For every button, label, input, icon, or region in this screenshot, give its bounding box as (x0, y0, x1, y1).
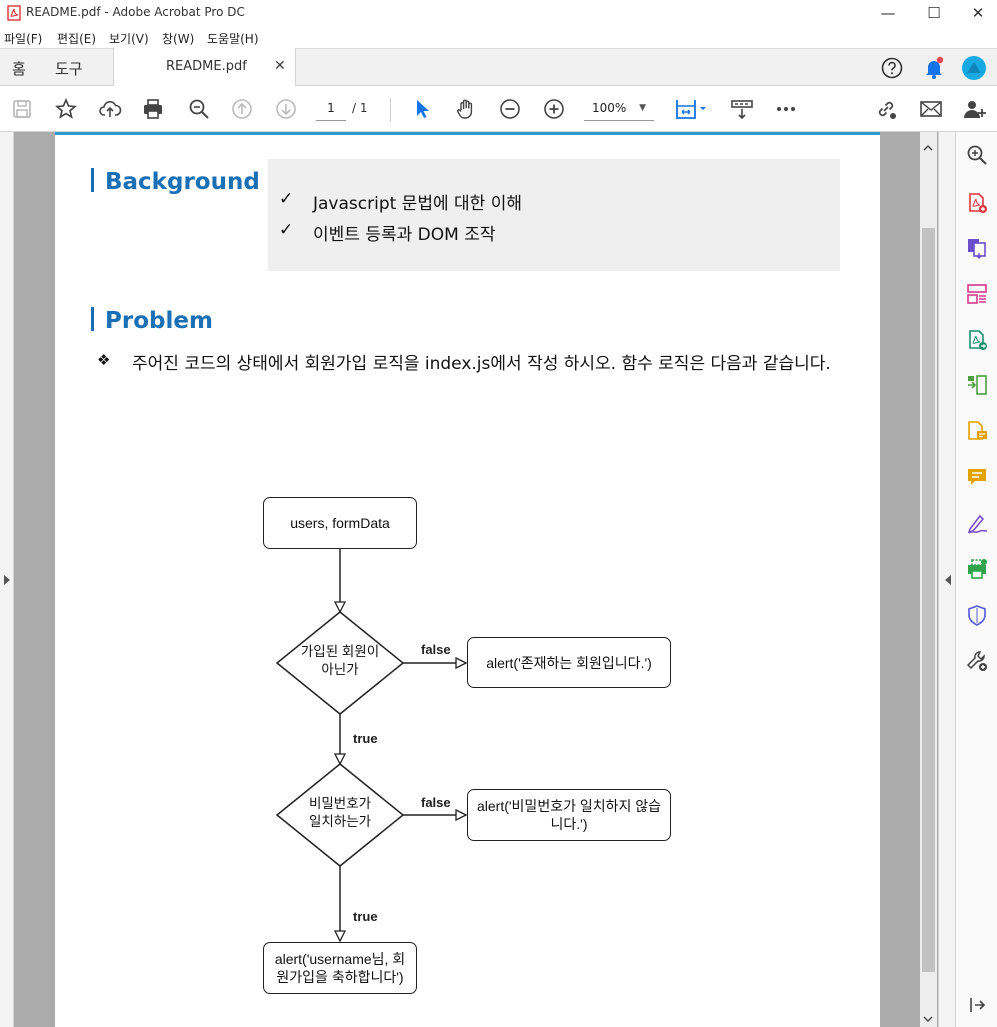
flow-start-box: users, formData (263, 497, 417, 549)
background-box: ✓ Javascript 문법에 대한 이해 ✓ 이벤트 등록과 DOM 조작 (268, 159, 840, 271)
background-item-text: Javascript 문법에 대한 이해 (313, 194, 522, 214)
scroll-down-icon[interactable] (923, 1015, 933, 1023)
menu-window[interactable]: 창(W) (162, 32, 195, 46)
minimize-button[interactable]: — (880, 4, 896, 22)
problem-heading-text: Problem (105, 308, 213, 334)
background-item-text: 이벤트 등록과 DOM 조작 (313, 225, 496, 245)
alert-exists-box: alert('존재하는 회원입니다.') (467, 637, 671, 688)
close-window-button[interactable]: ✕ (971, 4, 985, 22)
add-user-icon[interactable] (962, 96, 988, 122)
zoom-level-value: 100% (592, 101, 627, 115)
decision2-diamond (275, 763, 405, 867)
tab-document[interactable]: README.pdf ✕ (113, 48, 296, 86)
page-total: / 1 (352, 101, 368, 115)
background-heading-text: Background (105, 169, 260, 195)
combine-icon[interactable] (965, 236, 989, 260)
menu-bar: 파일(F) 편집(E) 보기(V) 창(W) 도움말(H) (0, 26, 997, 48)
scroll-mode-icon[interactable] (729, 96, 755, 122)
zoom-search-icon[interactable] (186, 96, 212, 122)
menu-edit[interactable]: 편집(E) (57, 32, 97, 46)
decision1-diamond (275, 611, 405, 715)
menu-help[interactable]: 도움말(H) (207, 32, 259, 46)
comment-icon[interactable] (965, 465, 989, 489)
tab-document-label: README.pdf (166, 59, 247, 74)
organize-icon[interactable] (965, 282, 989, 306)
comment-doc-icon[interactable] (965, 419, 989, 443)
left-panel-toggle[interactable] (0, 132, 14, 1027)
problem-heading: Problem (91, 307, 213, 334)
edge-label-true: true (353, 909, 378, 924)
previous-page-icon[interactable] (229, 96, 255, 122)
flowchart-connectors (275, 549, 880, 1027)
acrobat-icon (7, 5, 21, 21)
select-cursor-icon[interactable] (409, 96, 435, 122)
upload-cloud-icon[interactable] (97, 96, 123, 122)
email-icon[interactable] (918, 96, 944, 122)
decision1-label: 가입된 회원이 아닌가 (300, 644, 380, 677)
collapse-pane-icon[interactable] (965, 993, 989, 1017)
export-icon[interactable] (965, 328, 989, 352)
alert-mismatch-box: alert('비밀번호가 일치하지 않습 니다.') (467, 789, 671, 841)
background-heading: Background (91, 168, 260, 195)
notifications-icon[interactable] (923, 56, 945, 80)
tools-pane (955, 132, 997, 1027)
decision2-label: 비밀번호가 일치하는가 (308, 796, 372, 829)
scroll-up-icon[interactable] (923, 144, 933, 152)
title-bar: README.pdf - Adobe Acrobat Pro DC — ☐ ✕ (0, 0, 997, 26)
toolbar: 1 / 1 100% ▼ (0, 86, 997, 132)
scrollbar-thumb[interactable] (922, 228, 935, 972)
zoom-icon[interactable] (965, 143, 989, 167)
bookmark-star-icon[interactable] (53, 96, 79, 122)
menu-view[interactable]: 보기(V) (109, 32, 149, 46)
protect-icon[interactable] (965, 603, 989, 627)
heading-bar (91, 168, 94, 192)
tab-tools[interactable]: 도구 (55, 60, 83, 78)
document-viewer[interactable]: Background ✓ Javascript 문법에 대한 이해 ✓ 이벤트 … (0, 132, 955, 1027)
print-production-icon[interactable] (965, 557, 989, 581)
compress-icon[interactable] (965, 373, 989, 397)
chevron-down-icon: ▼ (639, 103, 646, 113)
chevron-right-icon[interactable] (3, 574, 11, 586)
zoom-in-icon[interactable] (541, 96, 567, 122)
checkmark-icon: ✓ (279, 189, 294, 209)
menu-file[interactable]: 파일(F) (4, 32, 43, 46)
problem-text: 주어진 코드의 상태에서 회원가입 로직을 index.js에서 작성 하시오.… (132, 354, 831, 374)
heading-bar (91, 307, 94, 331)
save-icon[interactable] (9, 96, 35, 122)
next-page-icon[interactable] (273, 96, 299, 122)
help-icon[interactable] (881, 57, 903, 79)
chevron-left-icon[interactable] (944, 574, 952, 586)
sign-icon[interactable] (965, 511, 989, 535)
alert-success-box: alert('username님, 회 원가입을 축하합니다') (263, 942, 417, 994)
close-tab-icon[interactable]: ✕ (274, 58, 286, 74)
edge-label-true: true (353, 731, 378, 746)
maximize-button[interactable]: ☐ (927, 4, 941, 22)
bullet-icon: ❖ (97, 351, 111, 369)
toolbar-divider (390, 98, 391, 122)
window-title: README.pdf - Adobe Acrobat Pro DC (26, 5, 245, 19)
tab-home[interactable]: 홈 (12, 60, 26, 78)
pdf-page: Background ✓ Javascript 문법에 대한 이해 ✓ 이벤트 … (55, 132, 880, 1027)
print-icon[interactable] (140, 96, 166, 122)
zoom-out-icon[interactable] (497, 96, 523, 122)
page-number-input[interactable]: 1 (316, 99, 346, 121)
fit-page-icon[interactable] (673, 96, 709, 122)
checkmark-icon: ✓ (279, 220, 294, 240)
edge-label-false: false (421, 642, 451, 657)
share-link-icon[interactable] (873, 96, 899, 122)
tools-icon[interactable] (965, 649, 989, 673)
page-accent-line (55, 132, 880, 135)
account-avatar[interactable] (961, 55, 987, 81)
hand-tool-icon[interactable] (453, 96, 479, 122)
tab-bar: 홈 도구 README.pdf ✕ (0, 48, 997, 86)
right-panel-toggle[interactable] (938, 132, 955, 1027)
edge-label-false: false (421, 795, 451, 810)
zoom-level-select[interactable]: 100% ▼ (584, 97, 654, 121)
more-options-icon[interactable] (773, 96, 799, 122)
create-pdf-icon[interactable] (965, 191, 989, 215)
